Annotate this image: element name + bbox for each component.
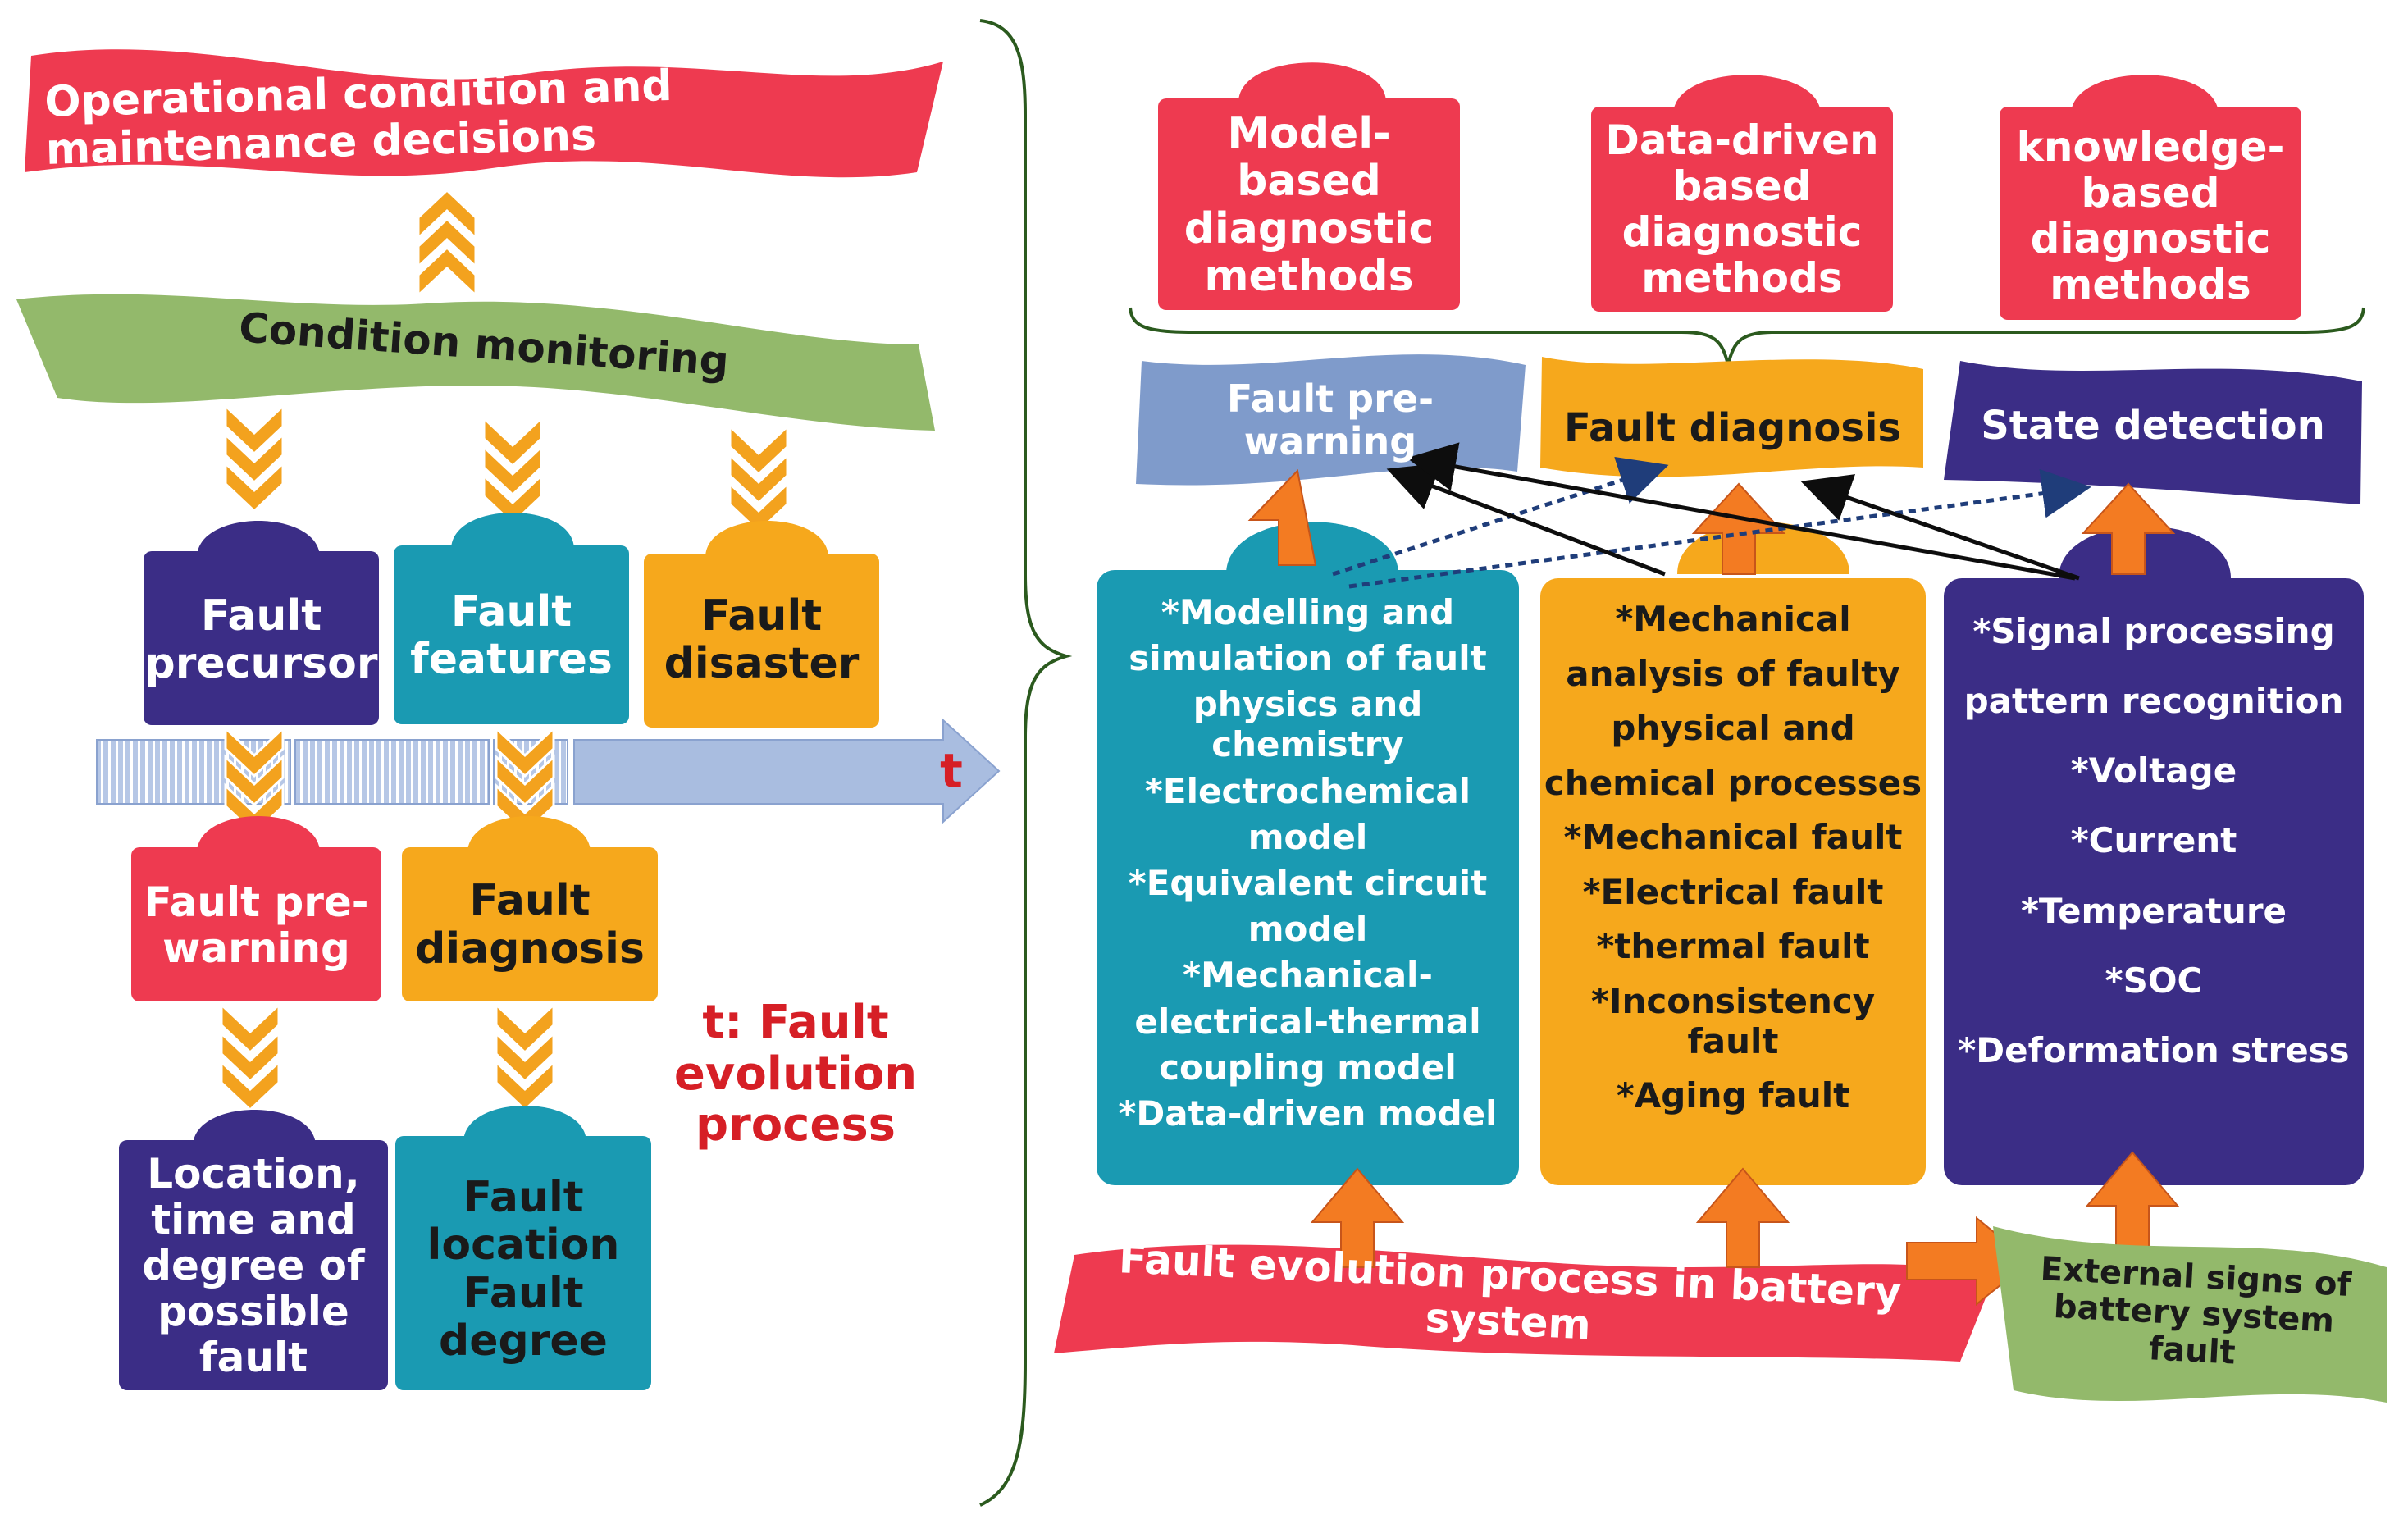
condition-monitoring-shape xyxy=(16,294,935,431)
model-method-text: Model-based diagnostic methods xyxy=(1183,108,1434,302)
teal-item: *Equivalent circuit xyxy=(1128,862,1488,903)
teal-item: physics and chemistry xyxy=(1193,684,1423,765)
disaster-text: Fault disaster xyxy=(664,591,860,688)
external-signs-shape xyxy=(1993,1226,2387,1403)
diagnosis-left-tab xyxy=(467,816,591,853)
bottom-banner-shape xyxy=(1054,1244,1993,1362)
knowledge-method-box xyxy=(2000,107,2301,320)
header-diagnosis-shape xyxy=(1540,357,1923,477)
location-time-box xyxy=(119,1140,388,1390)
up-arrows-bottom xyxy=(1310,1151,2180,1268)
model-method-tab xyxy=(1238,62,1386,103)
disaster-box xyxy=(644,554,879,728)
teal-item: *Electrochemical xyxy=(1144,770,1471,811)
purple-item: *Temperature xyxy=(2020,890,2287,931)
orange-item: *Electrical fault xyxy=(1582,871,1884,912)
purple-item: *Signal processing xyxy=(1972,611,2335,651)
teal-item: model xyxy=(1247,816,1368,857)
purple-box xyxy=(1944,578,2364,1185)
orange-item: *Mechanical fault xyxy=(1563,817,1903,857)
teal-item: *Modelling and xyxy=(1161,592,1455,632)
orange-box xyxy=(1540,578,1926,1185)
data-method-tab xyxy=(1673,75,1821,115)
chevrons-up xyxy=(417,188,477,299)
location-time-tab xyxy=(193,1110,316,1147)
orange-item: *Mechanical xyxy=(1615,599,1851,639)
features-tab xyxy=(451,513,574,550)
teal-item: *Data-driven model xyxy=(1118,1093,1498,1134)
teal-item: coupling model xyxy=(1159,1047,1457,1088)
location-degree-tab xyxy=(463,1106,586,1143)
header-state-text: State detection xyxy=(1981,403,2325,449)
connection-arrows xyxy=(1332,442,2091,589)
precursor-text: Fault precursor xyxy=(144,591,378,688)
purple-item: *SOC xyxy=(2105,960,2203,1001)
timeline-arrow xyxy=(96,718,1001,824)
header-prewarning-text: Fault pre-warning xyxy=(1226,376,1434,463)
prewarning-tab xyxy=(197,816,320,853)
orange-item: chemical processes xyxy=(1544,762,1922,803)
teal-list: *Modelling and simulation of fault physi… xyxy=(1097,592,1519,1134)
knowledge-method-tab xyxy=(2071,75,2219,115)
orange-item: *thermal fault xyxy=(1596,926,1870,966)
features-box xyxy=(394,545,629,724)
data-method-text: Data-driven based diagnostic methods xyxy=(1605,116,1879,302)
orange-item: *Aging fault xyxy=(1616,1075,1850,1116)
location-degree-box xyxy=(395,1136,651,1390)
purple-item: *Current xyxy=(2070,820,2237,861)
chevrons-down-1 xyxy=(224,403,789,534)
teal-item: electrical-thermal xyxy=(1134,1001,1481,1042)
purple-item: pattern recognition xyxy=(1963,681,2344,722)
diagnosis-left-box xyxy=(402,847,658,1001)
data-method-box xyxy=(1591,107,1893,312)
operational-banner-shape xyxy=(25,49,943,178)
purple-item: *Voltage xyxy=(2070,751,2237,792)
chevrons-down-3 xyxy=(220,1001,555,1112)
orange-item: analysis of faulty xyxy=(1566,653,1900,694)
header-state-shape xyxy=(1944,361,2362,504)
orange-item: physical and xyxy=(1611,708,1855,748)
model-method-box xyxy=(1158,98,1460,310)
teal-item: simulation of fault xyxy=(1129,638,1487,679)
precursor-box xyxy=(144,551,379,725)
disaster-tab xyxy=(705,521,828,558)
evolution-note: t: Fault evolution process xyxy=(673,995,918,1152)
location-time-text: Location, time and degree of possible fa… xyxy=(142,1149,365,1381)
precursor-tab xyxy=(197,521,320,558)
external-signs-text: External signs of battery system fault xyxy=(2039,1250,2353,1372)
location-degree-text: Fault location Fault degree xyxy=(426,1173,620,1366)
timeline-t-label: t xyxy=(940,742,963,799)
teal-box xyxy=(1097,570,1519,1185)
purple-list: *Signal processing pattern recognition *… xyxy=(1944,611,2364,1070)
prewarning-text: Fault pre- warning xyxy=(144,878,369,972)
prewarning-box xyxy=(131,847,381,1001)
knowledge-method-text: knowledge- based diagnostic methods xyxy=(2016,122,2285,308)
teal-item: model xyxy=(1247,909,1368,950)
up-arrows-top xyxy=(1247,468,2176,575)
header-diagnosis-text: Fault diagnosis xyxy=(1564,404,1901,451)
diagnosis-left-text: Fault diagnosis xyxy=(415,876,645,974)
orange-list: *Mechanical analysis of faulty physical … xyxy=(1540,599,1926,1116)
purple-item: *Deformation stress xyxy=(1958,1029,2350,1070)
separator-brace xyxy=(979,19,1073,1507)
features-text: Fault features xyxy=(410,586,613,684)
orange-item: *Inconsistency fault xyxy=(1590,980,1876,1061)
teal-item: *Mechanical- xyxy=(1183,955,1433,996)
